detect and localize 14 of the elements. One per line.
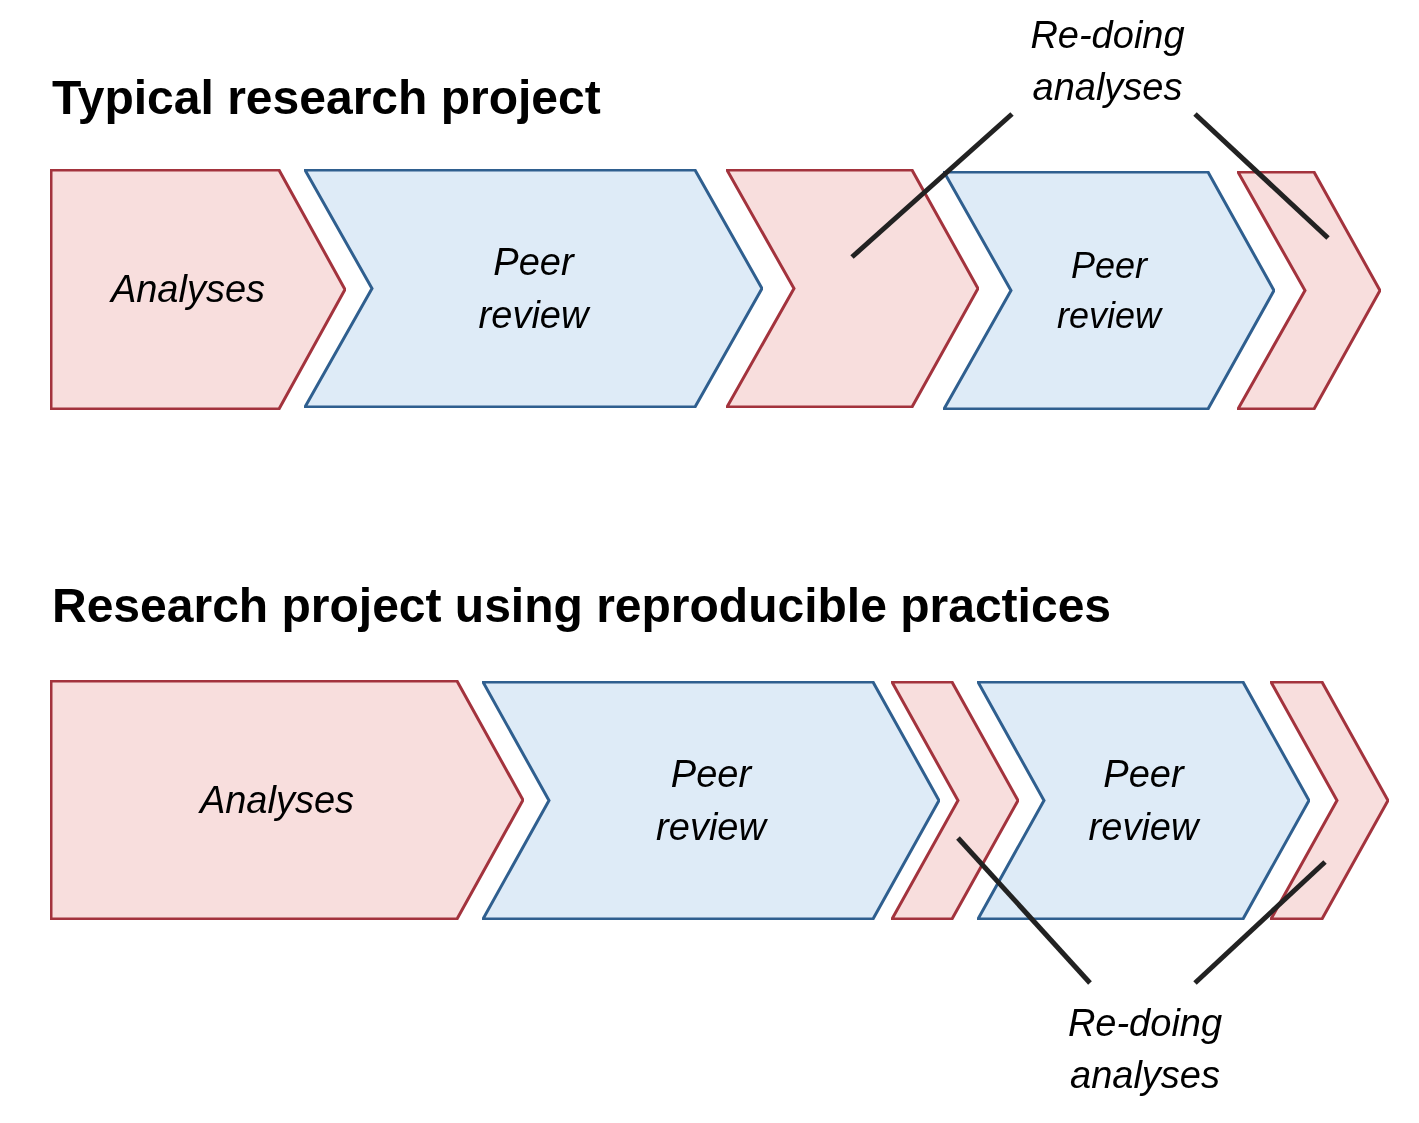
callout-text: Re-doing analyses — [1066, 1000, 1224, 1098]
step-label: Peer review — [1056, 243, 1164, 338]
step-label: Analyses — [199, 777, 355, 823]
leader-line — [850, 112, 1014, 259]
leader-line — [956, 836, 1092, 985]
step-label: Peer review — [477, 240, 592, 338]
step-label: Peer review — [1087, 752, 1202, 850]
callout-text: Re-doing analyses — [1029, 12, 1186, 110]
step-label: Analyses — [110, 267, 266, 313]
step-label: Peer review — [655, 752, 769, 850]
leader-line — [1193, 860, 1327, 985]
section-heading: Research project using reproducible practices — [52, 578, 1112, 633]
section-heading: Typical research project — [52, 70, 601, 125]
leader-line — [1193, 112, 1330, 240]
